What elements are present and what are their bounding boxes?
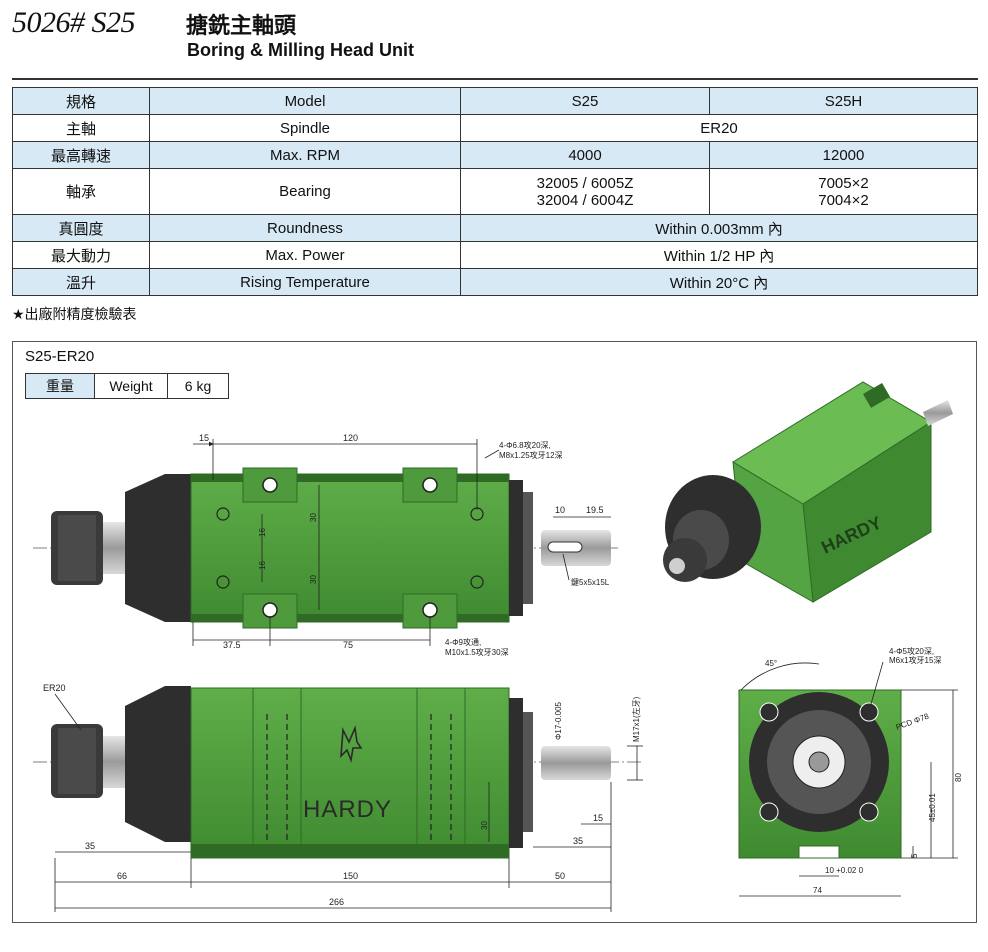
side-view: HARDY ER20 Φ17-0.005 M17x1(左牙) 30 15 35 xyxy=(33,683,643,912)
weight-table: 重量 Weight 6 kg xyxy=(25,373,229,399)
spec-label-zh: 真圓度 xyxy=(12,214,150,242)
note-right-1: 4-Φ5攻20深, xyxy=(889,646,934,656)
dim-30a: 30 xyxy=(309,513,318,522)
front-housing xyxy=(125,474,191,622)
spec-value: Within 0.003mm 內 xyxy=(460,214,978,242)
note-right-2: M6x1攻牙15深 xyxy=(889,655,941,665)
dim-16b: 16 xyxy=(258,561,267,570)
dim-80: 80 xyxy=(954,773,963,782)
key-note: 鍵5x5x15L xyxy=(571,577,610,587)
spec-label-en: Model xyxy=(149,87,461,115)
spec-label-zh: 最高轉速 xyxy=(12,141,150,169)
label-er20: ER20 xyxy=(43,683,66,693)
bearing-s25h-2: 7004×2 xyxy=(818,191,869,209)
note-mid-2: M10x1.5攻牙30深 xyxy=(445,647,509,657)
spindle-nose xyxy=(103,522,125,574)
dim-66: 66 xyxy=(117,871,127,881)
isometric-view: HARDY xyxy=(663,381,953,603)
inspection-note: ★出廠附精度檢驗表 xyxy=(12,306,137,322)
top-view: 15 120 4-Φ6.8攻20深, M8x1.25攻牙12深 10 19.5 … xyxy=(33,433,618,657)
spec-table: 規格 Model S25 S25H 主軸 Spindle ER20 最高轉速 M… xyxy=(12,87,978,296)
dim-35a: 35 xyxy=(85,841,95,851)
dim-37-5: 37.5 xyxy=(223,640,241,650)
spec-label-en: Max. Power xyxy=(149,241,461,269)
technical-drawing: 15 120 4-Φ6.8攻20深, M8x1.25攻牙12深 10 19.5 … xyxy=(33,381,963,912)
spec-s25h: S25H xyxy=(709,87,978,115)
body-top xyxy=(190,473,510,623)
spec-row-spindle: 主軸 Spindle ER20 xyxy=(12,114,978,142)
spec-label-en: Bearing xyxy=(149,168,461,215)
dim-10: 10 xyxy=(555,505,565,515)
end-view: 45° 4-Φ5攻20深, M6x1攻牙15深 PCD Φ78 80 45±0.… xyxy=(738,646,963,897)
dim-45: 45±0.01 xyxy=(928,793,937,822)
bearing-s25-1: 32005 / 6005Z xyxy=(536,174,634,192)
spec-label-zh: 軸承 xyxy=(12,168,150,215)
title-chinese: 搪銑主軸頭 xyxy=(186,14,297,39)
note-top-1: 4-Φ6.8攻20深, xyxy=(499,440,551,450)
spec-row-roundness: 真圓度 Roundness Within 0.003mm 內 xyxy=(12,214,978,242)
dim-120: 120 xyxy=(343,433,358,443)
weight-value: 6 kg xyxy=(167,373,229,399)
spec-s25: S25 xyxy=(460,87,710,115)
title-english: Boring & Milling Head Unit xyxy=(187,40,414,60)
spec-s25: 32005 / 6005Z 32004 / 6004Z xyxy=(460,168,710,215)
bearing-s25-2: 32004 / 6004Z xyxy=(536,191,634,209)
dim-10b: 10 +0.02 0 xyxy=(825,866,864,875)
model-code: 5026# S25 xyxy=(12,6,136,39)
spec-row-bearing: 軸承 Bearing 32005 / 6005Z 32004 / 6004Z 7… xyxy=(12,168,978,215)
spec-label-en: Roundness xyxy=(149,214,461,242)
note-mid-1: 4-Φ9攻通, xyxy=(445,637,481,647)
spec-value: Within 1/2 HP 內 xyxy=(460,241,978,269)
spec-row-temperature: 溫升 Rising Temperature Within 20°C 內 xyxy=(12,268,978,296)
dim-15b: 15 xyxy=(593,813,603,823)
dim-15-top: 15 xyxy=(199,433,209,443)
spec-label-zh: 最大動力 xyxy=(12,241,150,269)
bearing-s25h-1: 7005×2 xyxy=(818,174,869,192)
header-divider xyxy=(12,78,978,80)
spec-s25h: 12000 xyxy=(709,141,978,169)
spec-label-en: Spindle xyxy=(149,114,461,142)
drawing-title: S25-ER20 xyxy=(25,348,95,365)
dim-50: 50 xyxy=(555,871,565,881)
dim-m17: M17x1(左牙) xyxy=(631,696,641,742)
spec-s25: 4000 xyxy=(460,141,710,169)
dim-30b: 30 xyxy=(309,575,318,584)
dim-19-5: 19.5 xyxy=(586,505,604,515)
note-top-2: M8x1.25攻牙12深 xyxy=(499,450,563,460)
spec-value: Within 20°C 內 xyxy=(460,268,978,296)
brand-logo-side: HARDY xyxy=(303,796,392,823)
spec-row-rpm: 最高轉速 Max. RPM 4000 12000 xyxy=(12,141,978,169)
dim-74: 74 xyxy=(813,886,822,895)
dim-150: 150 xyxy=(343,871,358,881)
dim-16a: 16 xyxy=(258,528,267,537)
hardy-bird-icon xyxy=(340,725,363,763)
dim-266: 266 xyxy=(329,897,344,907)
spec-label-zh: 主軸 xyxy=(12,114,150,142)
dim-75: 75 xyxy=(343,640,353,650)
spec-label-en: Rising Temperature xyxy=(149,268,461,296)
dim-45deg: 45° xyxy=(765,659,777,668)
dim-5: 5 xyxy=(910,853,919,858)
spec-s25h: 7005×2 7004×2 xyxy=(709,168,978,215)
mounting-holes xyxy=(262,477,438,618)
spec-row-power: 最大動力 Max. Power Within 1/2 HP 內 xyxy=(12,241,978,269)
spec-label-zh: 溫升 xyxy=(12,268,150,296)
dim-30c: 30 xyxy=(480,821,489,830)
body-side xyxy=(190,687,510,859)
dim-phi17: Φ17-0.005 xyxy=(554,701,563,740)
spec-value: ER20 xyxy=(460,114,978,142)
spec-row-model: 規格 Model S25 S25H xyxy=(12,87,978,115)
spec-label-zh: 規格 xyxy=(12,87,150,115)
dim-35b: 35 xyxy=(573,836,583,846)
spec-label-en: Max. RPM xyxy=(149,141,461,169)
drawing-panel: S25-ER20 重量 Weight 6 kg xyxy=(12,341,977,923)
